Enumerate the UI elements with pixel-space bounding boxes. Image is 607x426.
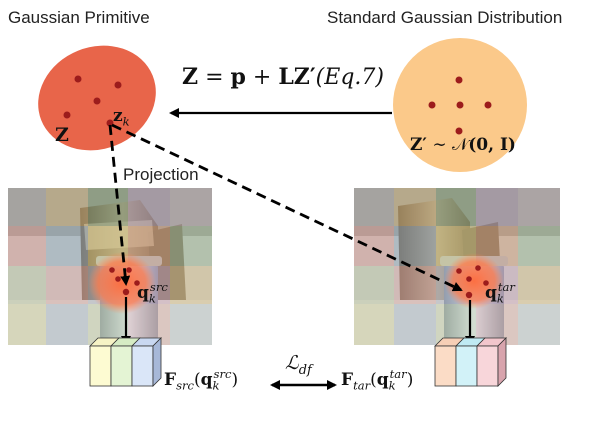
standard-point — [455, 127, 463, 135]
projection-arrow-tar — [111, 123, 463, 292]
standard-gaussian-title: Standard Gaussian Distribution — [327, 8, 563, 27]
zk-label: zk — [113, 106, 130, 129]
gaussian-point — [63, 111, 71, 119]
gaussian-point — [114, 81, 122, 89]
q-tar-label: qktar — [485, 280, 515, 306]
z-prime-distribution: Z′ ∼ 𝒩(0, I) — [410, 135, 516, 155]
target-photo — [354, 188, 560, 345]
feature-vector-src — [89, 337, 162, 387]
f-tar-label: Ftar(qktar) — [341, 367, 414, 393]
standard-gaussian — [393, 38, 527, 172]
loss-label: ℒdf — [285, 352, 312, 378]
gaussian-point — [74, 75, 82, 83]
gaussian-point — [93, 97, 101, 105]
standard-point — [428, 101, 436, 109]
standard-point — [455, 76, 463, 84]
gaussian-point-zk — [106, 119, 114, 127]
q-src-point — [122, 288, 130, 296]
z-label: Z — [55, 124, 69, 146]
f-src-label: Fsrc(qksrc) — [164, 367, 239, 393]
equation: Z = p + LZ′(Eq.7) — [182, 64, 384, 90]
q-tar-point — [465, 291, 473, 299]
standard-point — [484, 101, 492, 109]
standard-point — [456, 101, 464, 109]
gaussian-primitive-title: Gaussian Primitive — [8, 8, 150, 27]
gaussian-primitive — [38, 45, 156, 151]
projection-label: Projection — [123, 165, 199, 184]
projection-arrow-src — [108, 124, 131, 286]
q-src-label: qksrc — [137, 280, 168, 306]
source-photo — [8, 188, 212, 345]
feature-vector-tar — [434, 337, 507, 387]
